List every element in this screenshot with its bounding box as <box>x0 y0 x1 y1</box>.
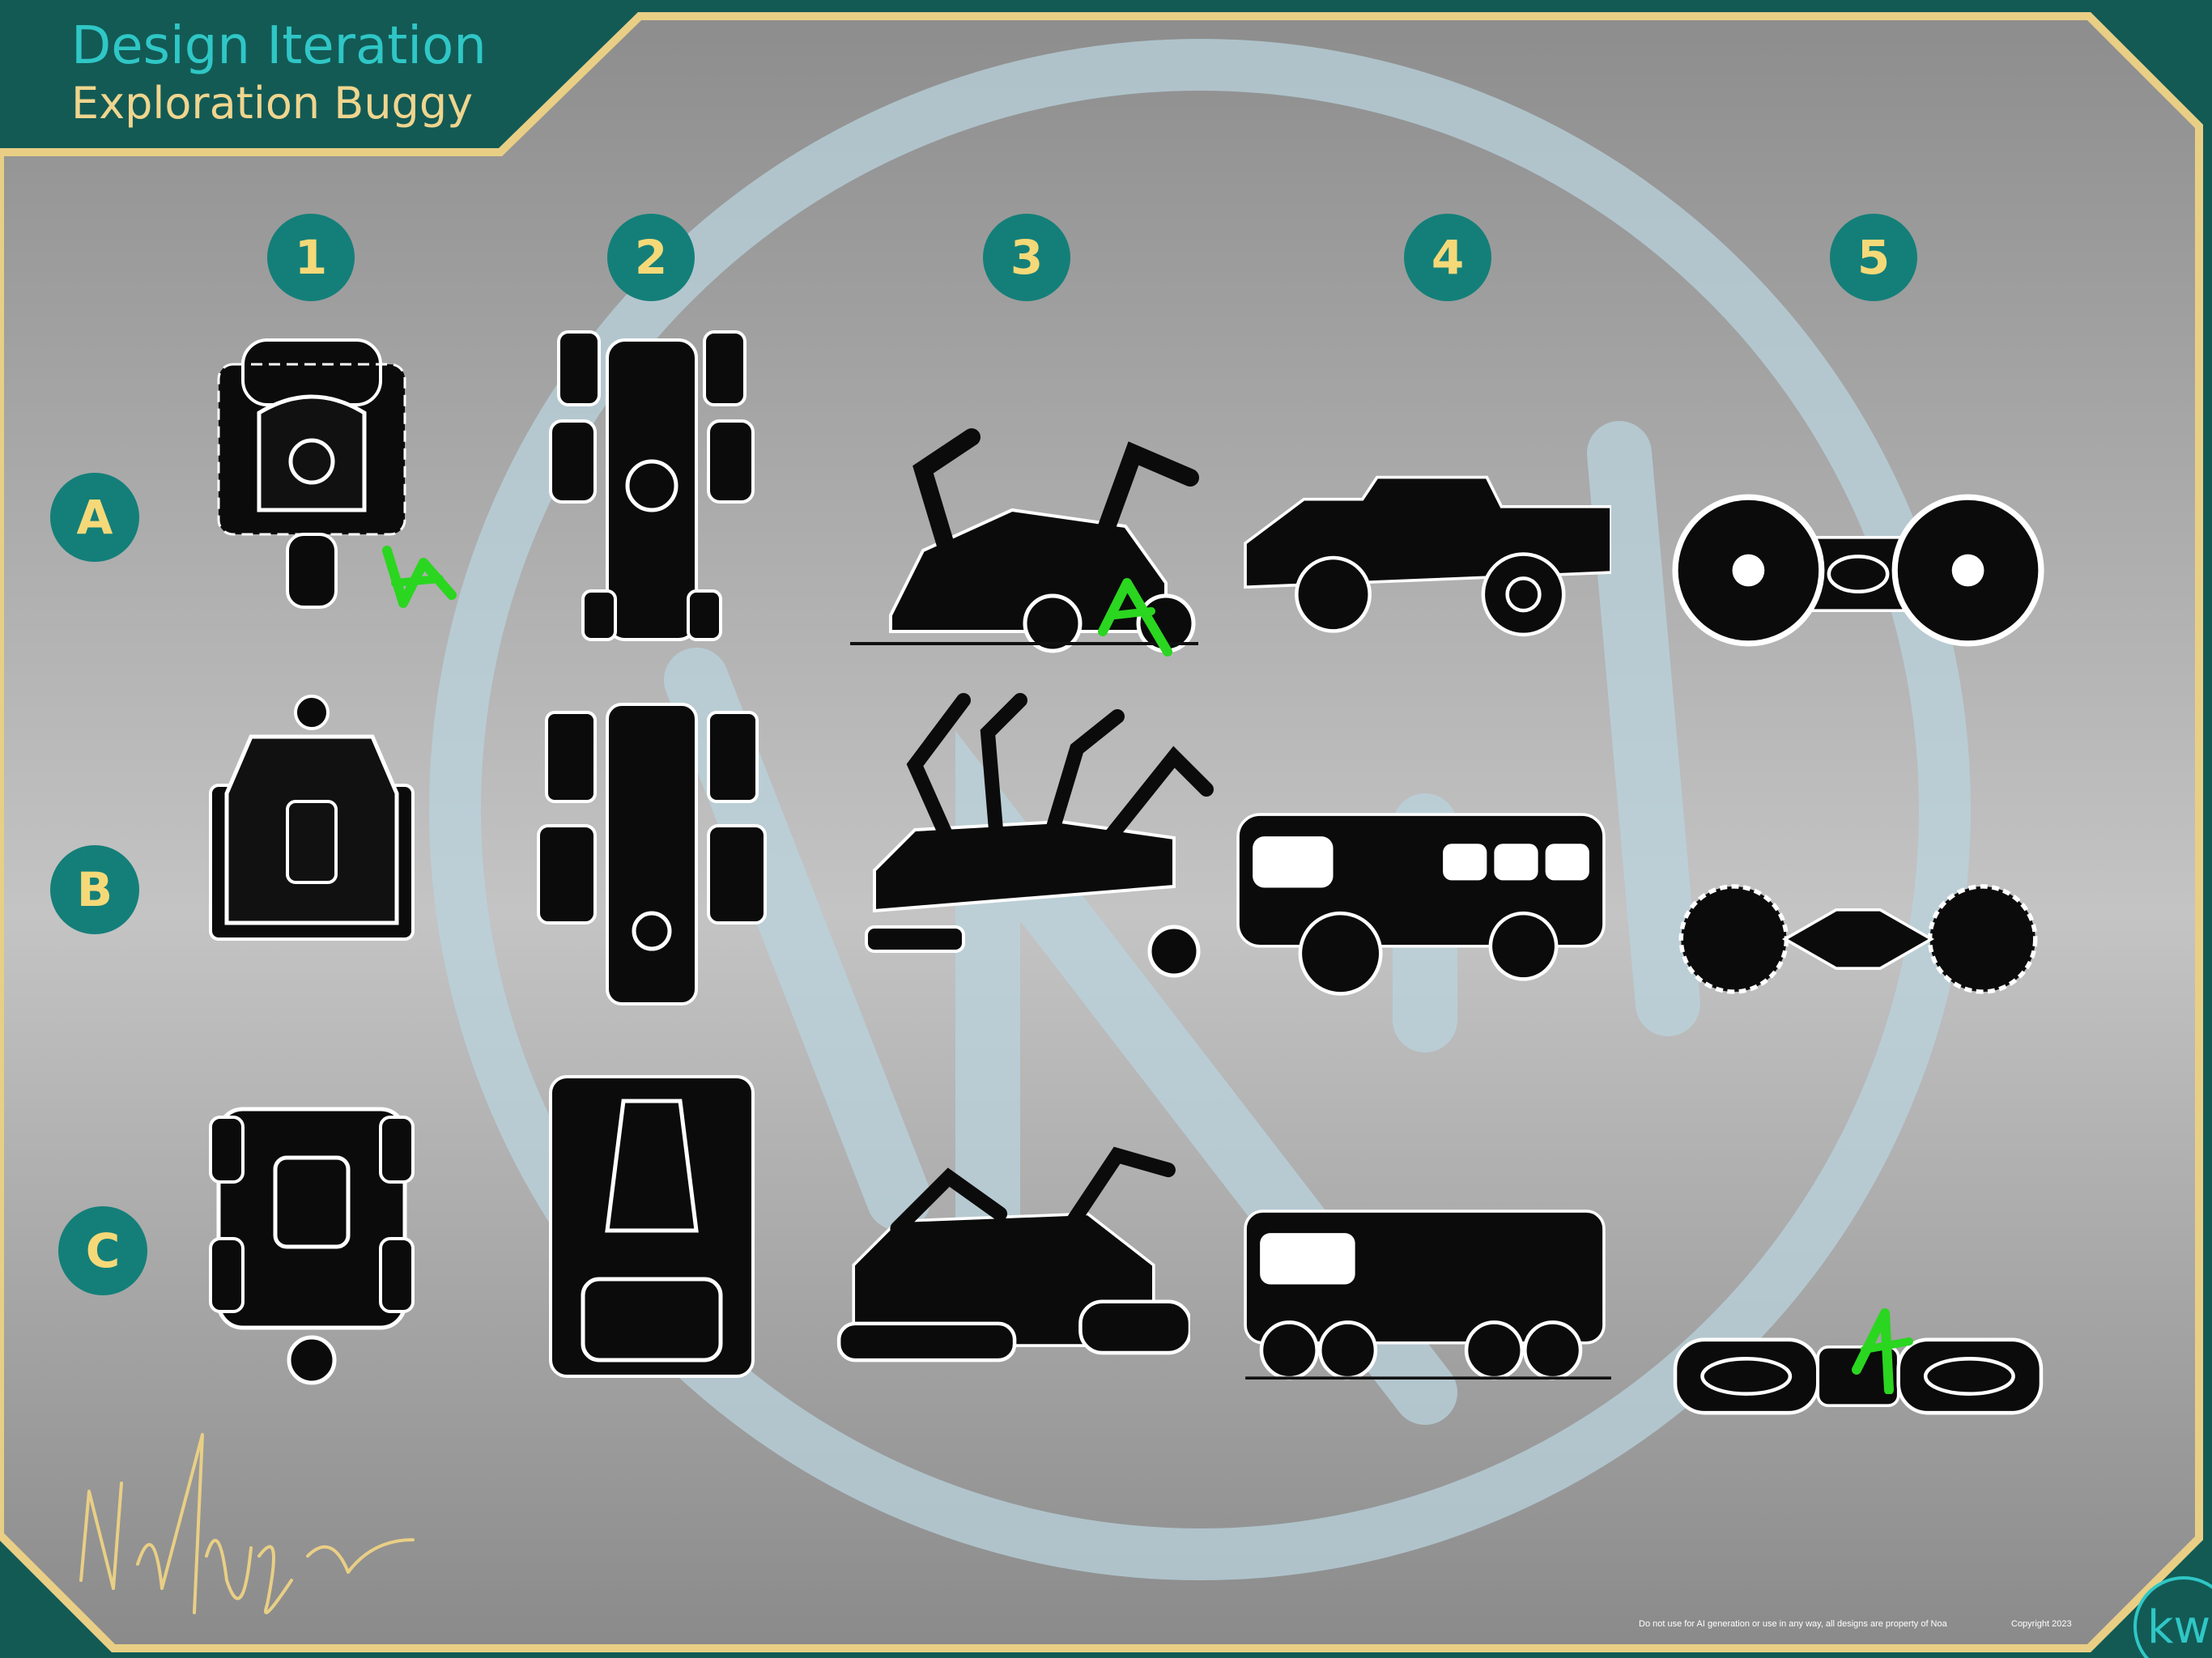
buggy-sketch-c4 <box>1244 1209 1611 1380</box>
copyright-notice: Copyright 2023 <box>2011 1619 2072 1629</box>
column-label-4: 4 <box>1404 214 1491 301</box>
row-label-c: C <box>58 1206 147 1295</box>
approval-check-icon <box>1098 578 1172 657</box>
logo-text: kw <box>2147 1601 2211 1654</box>
buggy-sketch-a4 <box>1244 475 1611 637</box>
column-label-5: 5 <box>1830 214 1917 301</box>
usage-notice: Do not use for AI generation or use in a… <box>1639 1619 1947 1629</box>
buggy-sketch-c5 <box>1673 1337 2044 1415</box>
column-label-1: 1 <box>267 214 355 301</box>
buggy-sketch-a3 <box>850 428 1199 653</box>
buggy-sketch-a2 <box>549 330 755 641</box>
page-title: Design Iteration <box>71 16 487 76</box>
buggy-sketch-b3 <box>865 693 1214 978</box>
buggy-sketch-a5 <box>1672 494 2044 647</box>
buggy-sketch-c3 <box>836 1146 1190 1363</box>
artist-signature <box>79 1433 415 1614</box>
buggy-sketch-b5 <box>1678 884 2038 994</box>
artist-logo <box>2133 1576 2212 1658</box>
row-label-b: B <box>50 845 139 934</box>
approval-check-icon <box>382 546 457 608</box>
buggy-sketch-b1 <box>209 695 415 941</box>
buggy-sketch-b2 <box>537 703 767 1005</box>
page-subtitle: Exploration Buggy <box>71 78 474 129</box>
buggy-sketch-b4 <box>1236 813 1606 996</box>
column-label-3: 3 <box>983 214 1070 301</box>
buggy-sketch-c2 <box>549 1075 755 1378</box>
column-label-2: 2 <box>607 214 695 301</box>
buggy-sketch-a1 <box>217 338 406 609</box>
row-label-a: A <box>50 473 139 562</box>
approval-check-icon <box>1852 1308 1913 1394</box>
buggy-sketch-c1 <box>209 1107 415 1385</box>
